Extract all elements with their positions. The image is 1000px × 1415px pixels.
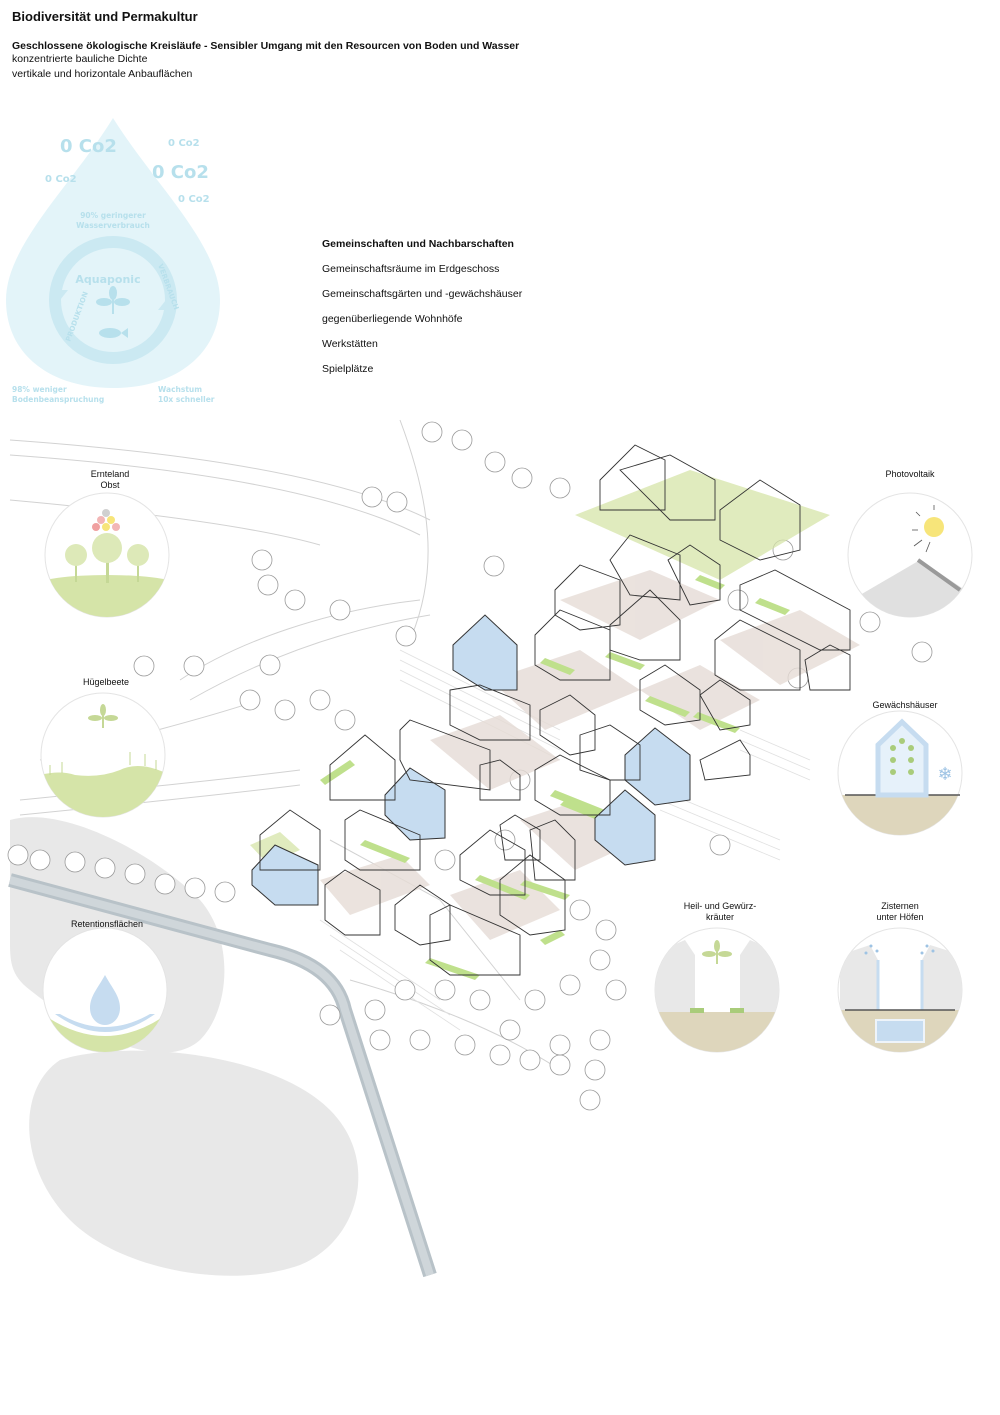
obst-label: Obst <box>100 480 120 490</box>
gewaechshaeuser-label: Gewächshäuser <box>872 700 938 710</box>
zisternen-label-2: unter Höfen <box>876 912 924 922</box>
greenhouse-shape <box>875 718 929 798</box>
water-drop-shape <box>6 118 220 388</box>
solar-panel <box>916 558 962 592</box>
growth-note: 10x schneller <box>158 395 215 404</box>
water-note: 90% geringerer <box>80 211 146 220</box>
courtyards <box>320 570 860 940</box>
retention-label: Retentionsflächen <box>70 919 144 929</box>
co2-label: 0 Co2 <box>178 194 210 205</box>
kraeuter-label-1: Heil- und Gewürz- <box>683 901 757 911</box>
rain-drops-icon <box>864 944 935 955</box>
intro-line-1: konzentrierte bauliche Dichte <box>12 53 148 65</box>
co2-label: 0 Co2 <box>152 162 209 183</box>
photovoltaik-icon <box>847 492 973 618</box>
co2-label: 0 Co2 <box>45 174 77 185</box>
plant-icon <box>96 286 130 314</box>
land-note: 98% weniger <box>12 385 67 394</box>
pond-blob-bottom <box>29 1050 359 1276</box>
huegelbeete-icon <box>40 692 166 818</box>
intro-line-2: vertikale und horizontale Anbauflächen <box>12 68 193 80</box>
community-item: Gemeinschaftsräume im Erdgeschoss <box>322 263 500 275</box>
community-item: Werkstätten <box>322 338 378 350</box>
aquaponic-label: Aquaponic <box>75 273 140 286</box>
water-drop-icon <box>90 975 120 1025</box>
aquaponic-drop <box>6 118 220 388</box>
page-title: Biodiversität und Permakultur <box>12 9 198 24</box>
community-item: gegenüberliegende Wohnhöfe <box>322 313 463 325</box>
zisternen-icon <box>837 927 963 1053</box>
gewaechshaeuser-icon: ❄ <box>837 710 963 836</box>
cycle-arrow-left <box>52 290 68 300</box>
kraeuter-icon <box>654 927 780 1053</box>
community-item: Gemeinschaftsgärten und -gewächshäuser <box>322 288 523 300</box>
page-subtitle: Geschlossene ökologische Kreisläufe - Se… <box>12 40 520 52</box>
huegelbeete-label: Hügelbeete <box>82 677 130 687</box>
snowflake-icon: ❄ <box>937 764 952 784</box>
cycle-ring <box>49 236 177 364</box>
community-item: Spielplätze <box>322 363 374 375</box>
zisternen-label-1: Zisternen <box>881 901 919 911</box>
ernteland-icon <box>44 492 170 618</box>
kraeuter-label-2: kräuter <box>705 912 734 922</box>
photovoltaik-label: Photovoltaik <box>885 469 935 479</box>
land-note: Bodenbeanspruchung <box>12 395 104 404</box>
water-note: Wasserverbrauch <box>76 221 150 230</box>
fish-icon <box>99 328 128 338</box>
co2-label: 0 Co2 <box>60 136 117 157</box>
cistern-tank <box>875 1019 925 1043</box>
ernteland-label: Ernteland <box>90 469 130 479</box>
community-heading: Gemeinschaften und Nachbarschaften <box>322 238 514 250</box>
cycle-arrow-right <box>158 300 174 310</box>
co2-label: 0 Co2 <box>168 138 200 149</box>
sun-icon <box>924 517 944 537</box>
green-strips <box>320 575 790 980</box>
growth-note: Wachstum <box>158 385 202 394</box>
house-outlines <box>259 444 851 976</box>
